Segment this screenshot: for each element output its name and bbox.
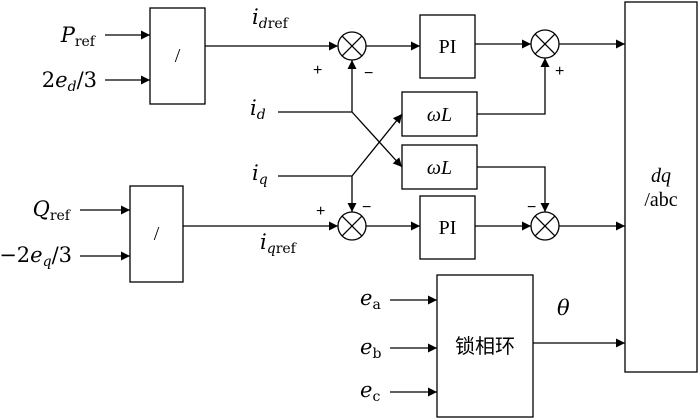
pi-block-top [419,14,476,79]
omega-l-block-top [401,91,478,137]
dq-label: dq [651,165,671,187]
sum-junction-2 [530,29,560,59]
sum2-plus-sign: + [555,63,564,80]
sum1-minus-sign: − [364,65,373,82]
dq-abc-block [624,1,698,373]
divider-block-top [149,7,206,105]
sum-junction-1 [337,31,367,61]
label-e-b: eb [360,335,381,362]
sum-junction-3 [337,211,367,241]
sum-junction-4 [530,211,560,241]
label-theta: θ [557,296,570,320]
sum3-minus-sign: − [362,199,371,216]
label-i-dref: idref [252,5,290,32]
divider-top-symbol: / [175,45,181,67]
divider-block-bottom [129,185,184,283]
abc-label: /abc [644,189,677,211]
pi-top-label: PI [439,36,457,58]
sum1-plus-sign: + [313,62,322,79]
label-e-a: ea [360,286,381,313]
sum3-plus-sign: + [316,203,325,220]
label-q-ref: Qref [33,197,72,224]
label-neg-2eq-over-3: −2eq/3 [0,243,72,270]
label-i-q: iq [252,161,268,188]
pi-block-bottom [419,195,476,260]
pi-bottom-label: PI [439,217,457,239]
label-i-qref: iqref [260,230,298,257]
label-p-ref: Pref [60,23,97,50]
pll-label: 锁相环 [455,334,515,358]
label-e-c: ec [360,378,380,405]
divider-bottom-symbol: / [154,223,160,245]
omega-l-top-label: ωL [427,104,452,126]
pll-block [436,274,534,418]
label-2ed-over-3: 2ed/3 [42,68,97,95]
wires [80,30,625,397]
label-i-d: id [250,96,266,123]
sum4-minus-sign: − [527,199,536,216]
omega-l-bottom-label: ωL [427,157,452,179]
